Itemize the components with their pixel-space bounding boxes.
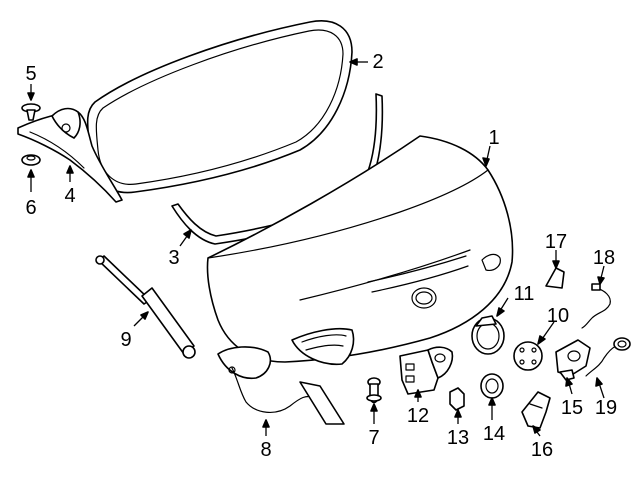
- callout-18: 18: [593, 247, 615, 269]
- part-10-emblem: [513, 341, 543, 371]
- part-19-wire-grommet: [585, 337, 631, 377]
- part-13-switch: [449, 387, 465, 411]
- part-15-latch: [555, 339, 591, 381]
- callout-8: 8: [260, 439, 271, 461]
- part-1-trunk-lid: [206, 135, 514, 365]
- callout-9: 9: [120, 329, 131, 351]
- callout-2: 2: [372, 51, 383, 73]
- callout-13: 13: [447, 427, 469, 449]
- callout-19: 19: [595, 397, 617, 419]
- part-6-nut: [21, 154, 41, 166]
- leader-arrowheads: [27, 58, 605, 434]
- callout-7: 7: [368, 427, 379, 449]
- part-3-seal-strip: [171, 93, 384, 245]
- part-12-lock-actuator: [399, 346, 454, 395]
- callout-3: 3: [168, 247, 179, 269]
- callout-11: 11: [514, 283, 535, 305]
- part-17-cover: [545, 267, 565, 289]
- callout-5: 5: [25, 63, 36, 85]
- part-5-clip: [21, 103, 41, 121]
- callout-6: 6: [25, 197, 36, 219]
- callout-17: 17: [545, 231, 567, 253]
- part-16-bracket: [521, 391, 551, 429]
- part-4-hinge: [17, 107, 123, 203]
- callout-1: 1: [488, 127, 499, 149]
- part-2-weatherstrip: [86, 20, 353, 194]
- part-8-release-cable: [217, 346, 345, 425]
- callout-labels: 1 2 3 4 5 6 7 8 9 10 11 12 13 14 15 16 1…: [25, 51, 617, 461]
- part-11-emblem-housing: [471, 315, 505, 355]
- part-9-lift-support: [95, 255, 196, 359]
- callout-4: 4: [64, 185, 75, 207]
- callout-14: 14: [483, 423, 505, 445]
- callout-16: 16: [531, 439, 553, 461]
- part-14-ring: [480, 373, 504, 399]
- callout-15: 15: [561, 397, 583, 419]
- callout-10: 10: [547, 305, 569, 327]
- part-7-bolt: [366, 377, 382, 404]
- part-18-harness: [581, 283, 611, 329]
- callout-12: 12: [407, 405, 429, 427]
